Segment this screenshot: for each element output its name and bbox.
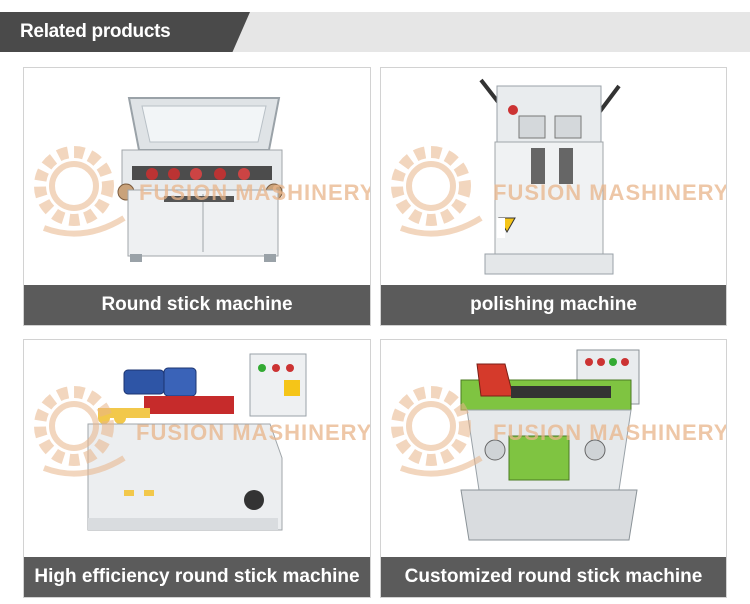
product-card-polishing[interactable]: FUSION MASHINERY polishing machine (380, 67, 727, 326)
watermark-text: FUSION MASHINERY (136, 420, 370, 445)
product-caption[interactable]: polishing machine (381, 285, 726, 325)
watermark-text: FUSION MASHINERY (493, 180, 726, 205)
section-title: Related products (20, 21, 171, 42)
watermark-text: FUSION MASHINERY (493, 420, 726, 445)
header-title-tab (0, 12, 250, 52)
gear-logo-watermark-icon (391, 146, 483, 237)
product-image[interactable]: FUSION MASHINERY (381, 68, 726, 286)
product-image[interactable]: FUSION MASHINERY (24, 68, 370, 286)
product-caption[interactable]: Round stick machine (24, 285, 370, 325)
product-image[interactable]: FUSION MASHINERY (24, 340, 370, 558)
watermark-text: FUSION MASHINERY (139, 180, 370, 205)
gear-logo-watermark-icon (34, 386, 126, 477)
gear-logo-watermark-icon (34, 146, 126, 237)
product-caption[interactable]: Customized round stick machine (381, 557, 726, 597)
product-card-round-stick[interactable]: FUSION MASHINERY Round stick machine (23, 67, 371, 326)
product-image[interactable]: FUSION MASHINERY (381, 340, 726, 558)
section-header: Related products (0, 12, 750, 52)
product-card-high-efficiency[interactable]: FUSION MASHINERY High efficiency round s… (23, 339, 371, 598)
gear-logo-watermark-icon (391, 386, 483, 477)
product-card-customized[interactable]: FUSION MASHINERY Customized round stick … (380, 339, 727, 598)
product-caption[interactable]: High efficiency round stick machine (24, 557, 370, 597)
